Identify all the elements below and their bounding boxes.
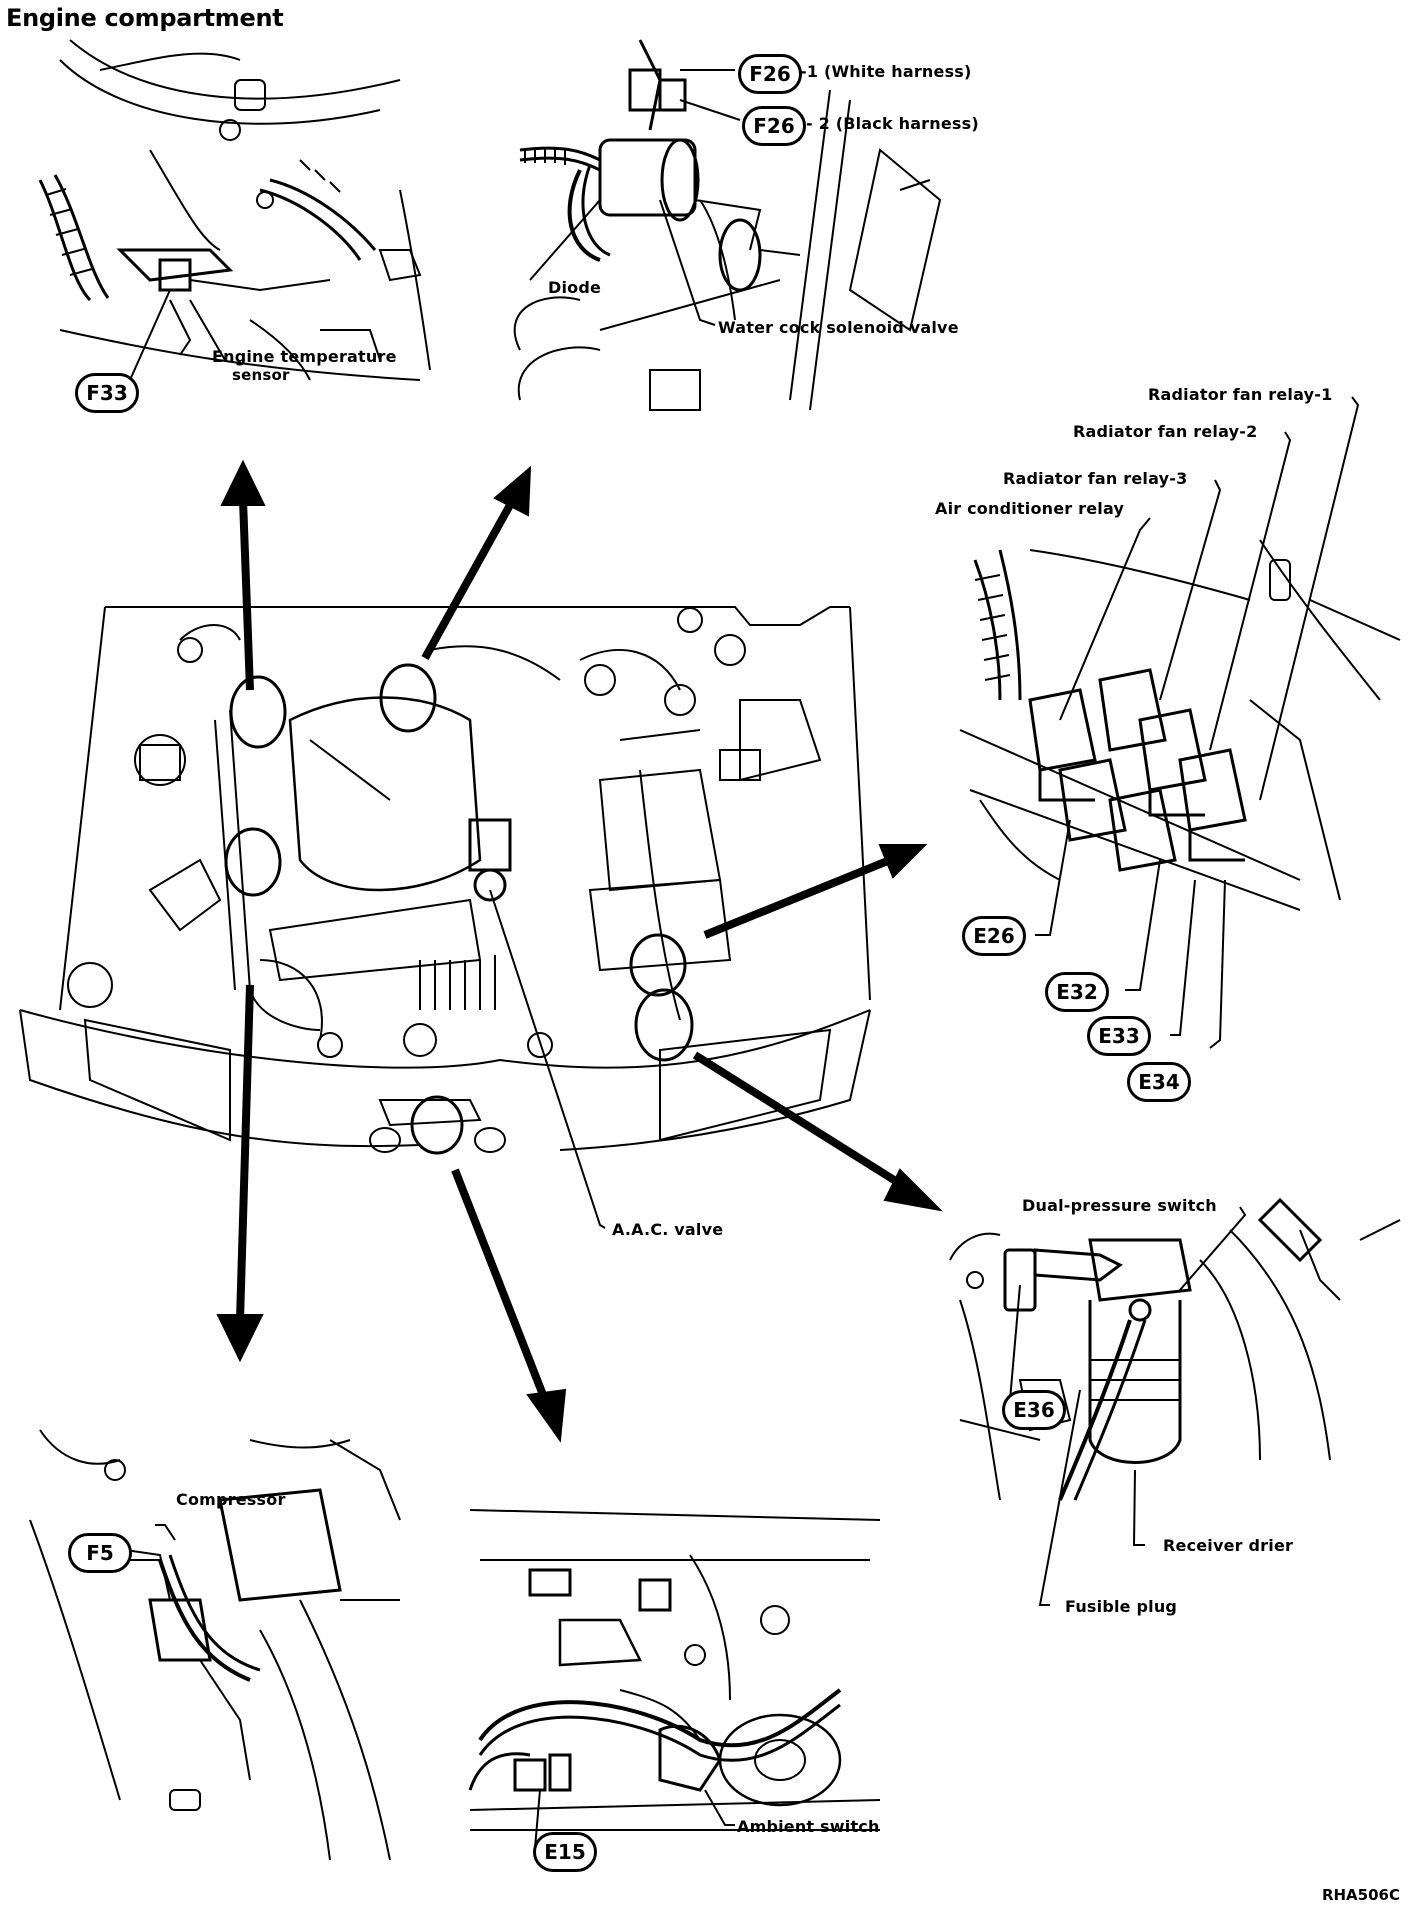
leader-compressor xyxy=(155,1525,175,1540)
leader-fan-relay-1 xyxy=(1260,397,1358,800)
connector-f5: F5 xyxy=(68,1533,132,1573)
connector-e32: E32 xyxy=(1045,972,1109,1012)
connector-e33: E33 xyxy=(1087,1016,1151,1056)
leader-e34 xyxy=(1210,880,1225,1048)
leader-e26 xyxy=(1035,820,1070,935)
label-receiver-drier: Receiver drier xyxy=(1163,1536,1294,1555)
leader-fusible-plug xyxy=(1040,1390,1080,1605)
inset-water-cock-solenoid xyxy=(515,40,940,410)
label-f26-2-black-harness: - 2 (Black harness) xyxy=(806,114,979,133)
connector-e15: E15 xyxy=(533,1832,597,1872)
connector-e34: E34 xyxy=(1127,1062,1191,1102)
leader-f26-2 xyxy=(680,100,740,120)
connector-f26-1: F26 xyxy=(738,54,802,94)
label-water-cock-solenoid: Water cock solenoid valve xyxy=(718,318,959,337)
leader-fan-relay-2 xyxy=(1210,432,1290,750)
leader-dual-pressure xyxy=(1180,1207,1245,1290)
label-radiator-fan-relay-3: Radiator fan relay-3 xyxy=(1003,469,1188,488)
figure-reference-code: RHA506C xyxy=(1321,1886,1400,1904)
label-radiator-fan-relay-2: Radiator fan relay-2 xyxy=(1073,422,1258,441)
page-title: Engine compartment xyxy=(6,4,284,32)
leader-f33 xyxy=(130,290,170,380)
label-f26-1-white-harness: -1 (White harness) xyxy=(800,62,972,81)
leader-ac-relay xyxy=(1060,518,1150,720)
inset-receiver-drier xyxy=(950,1200,1400,1500)
label-ambient-switch: Ambient switch xyxy=(737,1817,880,1836)
inset-compressor xyxy=(30,1430,400,1860)
label-fusible-plug: Fusible plug xyxy=(1065,1597,1178,1616)
leader-ambient xyxy=(705,1790,735,1825)
connector-e36: E36 xyxy=(1002,1390,1066,1430)
leader-water-cock xyxy=(660,200,715,325)
leader-e32 xyxy=(1125,860,1160,990)
leader-f5 xyxy=(125,1550,170,1600)
leader-diode xyxy=(530,200,600,280)
label-radiator-fan-relay-1: Radiator fan relay-1 xyxy=(1148,385,1333,404)
connector-e26: E26 xyxy=(962,916,1026,956)
label-compressor: Compressor xyxy=(176,1490,286,1509)
label-diode: Diode xyxy=(548,278,602,297)
leader-engine-temp xyxy=(190,300,225,360)
connector-f26-2: F26 xyxy=(742,106,806,146)
label-dual-pressure-switch: Dual-pressure switch xyxy=(1022,1196,1217,1215)
inset-relays xyxy=(960,540,1400,910)
label-engine-temp-line1: Engine temperature xyxy=(212,347,397,366)
location-circles xyxy=(226,665,692,1153)
leader-e33 xyxy=(1170,880,1195,1035)
label-aac-valve: A.A.C. valve xyxy=(612,1220,724,1239)
label-air-conditioner-relay: Air conditioner relay xyxy=(935,499,1125,518)
engine-overview xyxy=(20,607,870,1152)
leader-fan-relay-3 xyxy=(1160,480,1220,700)
leader-receiver-drier xyxy=(1134,1470,1145,1545)
inset-ambient-switch xyxy=(470,1510,880,1830)
leader-aac-valve xyxy=(490,890,605,1228)
leader-e36 xyxy=(1010,1285,1020,1400)
pointer-arrows xyxy=(216,459,943,1443)
inset-engine-temp-sensor xyxy=(40,40,430,380)
label-engine-temp-line2: sensor xyxy=(232,366,290,384)
connector-f33: F33 xyxy=(75,373,139,413)
